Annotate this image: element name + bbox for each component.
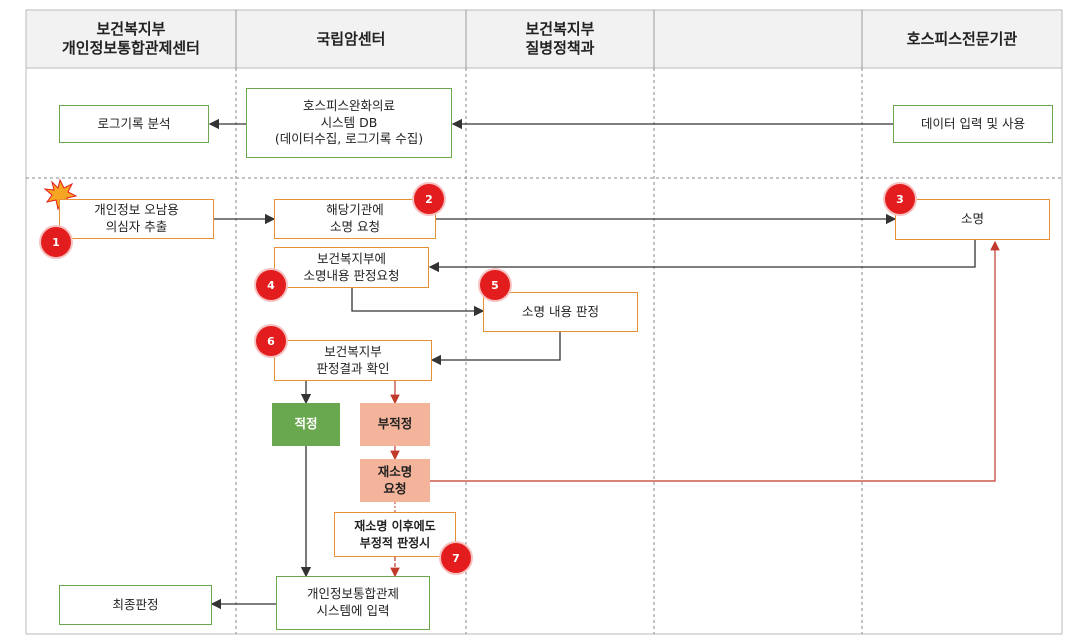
re-request-box: 재소명 요청 xyxy=(360,459,430,502)
lane-header-disease-policy: 보건복지부 질병정책과 xyxy=(525,20,595,57)
step-badge-3: 3 xyxy=(885,184,915,214)
hospice-db-box: 호스피스완화의료 시스템 DB (데이터수집, 로그기록 수집) xyxy=(246,88,452,158)
step-badge-5: 5 xyxy=(480,270,510,300)
step-badge-4: 4 xyxy=(256,270,286,300)
improper-box: 부적정 xyxy=(360,403,430,446)
step-badge-2: 2 xyxy=(414,184,444,214)
confirm-box: 보건복지부 판정결과 확인 xyxy=(274,340,432,381)
lane-header-hospice: 호스피스전문기관 xyxy=(906,29,1018,48)
request-explain-box: 해당기관에 소명 요청 xyxy=(274,199,436,239)
lane-header-privacy-center: 보건복지부 개인정보통합관제센터 xyxy=(61,20,200,57)
explain-box: 소명 xyxy=(895,199,1050,240)
proper-box: 적정 xyxy=(272,403,340,446)
step-badge-7: 7 xyxy=(441,543,471,573)
suspect-extract-box: 개인정보 오남용 의심자 추출 xyxy=(59,199,214,239)
lane-header-empty xyxy=(654,14,862,64)
step-badge-6: 6 xyxy=(256,326,286,356)
input-system-box: 개인정보통합관제 시스템에 입력 xyxy=(276,576,430,630)
final-judgment-box: 최종판정 xyxy=(59,585,212,625)
log-analysis-box: 로그기록 분석 xyxy=(59,105,209,143)
data-input-box: 데이터 입력 및 사용 xyxy=(893,105,1053,143)
lane-header-cancer-center: 국립암센터 xyxy=(316,29,386,48)
judge-box: 소명 내용 판정 xyxy=(483,292,638,332)
request-judge-box: 보건복지부에 소명내용 판정요청 xyxy=(274,247,429,288)
re-improper-note: 재소명 이후에도 부정적 판정시 xyxy=(334,512,456,557)
step-badge-1: 1 xyxy=(41,227,71,257)
